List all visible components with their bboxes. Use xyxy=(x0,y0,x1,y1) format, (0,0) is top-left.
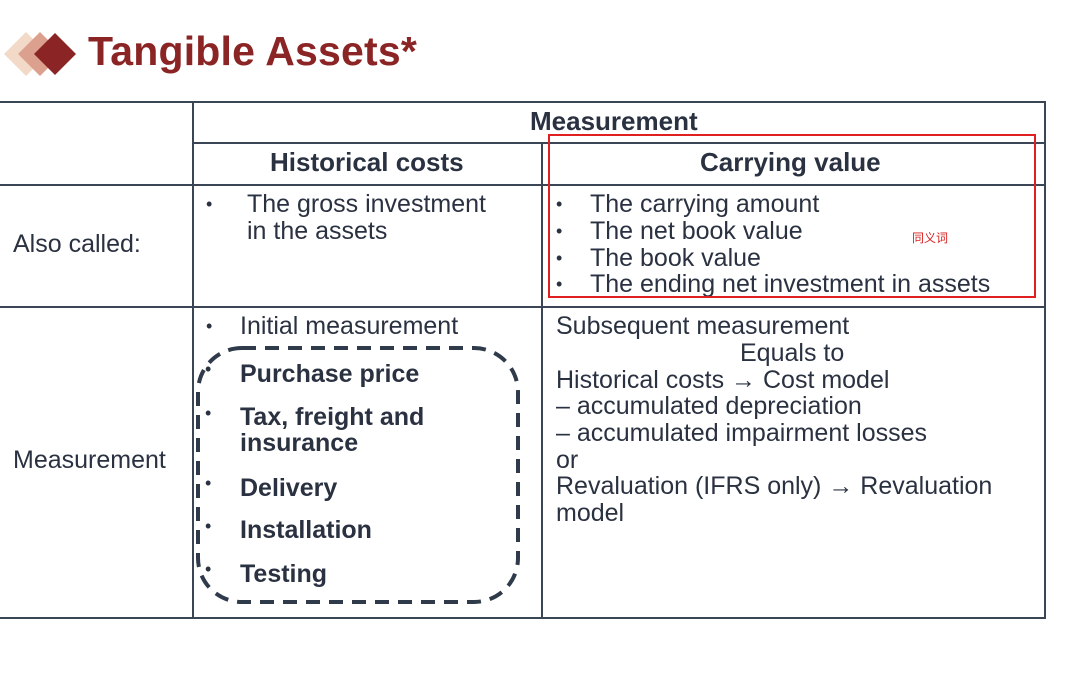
subsequent-line: Revaluation (IFRS only) → Revaluation xyxy=(556,472,993,500)
cost-item: Testing xyxy=(240,560,328,588)
carrying-synonym: The ending net investment in assets xyxy=(590,270,991,298)
subsequent-line: model xyxy=(556,499,625,527)
bullet-icon: • xyxy=(206,316,213,336)
bullet-icon: • xyxy=(205,359,212,379)
subsequent-line: Historical costs → Cost model xyxy=(556,366,890,394)
subsequent-line: – accumulated depreciation xyxy=(556,392,862,420)
page-title: Tangible Assets* xyxy=(88,28,418,74)
group-header: Measurement xyxy=(530,106,698,136)
cost-item: insurance xyxy=(240,429,359,457)
dashed-highlight-box xyxy=(196,346,520,604)
bullet-icon: • xyxy=(556,194,563,214)
cost-item: Installation xyxy=(240,516,372,544)
bullet-icon: • xyxy=(205,403,212,423)
historical-also-called: in the assets xyxy=(247,217,388,245)
subsequent-line: Subsequent measurement xyxy=(556,312,850,340)
historical-also-called: The gross investment xyxy=(247,190,486,218)
bullet-icon: • xyxy=(206,194,213,214)
carrying-synonym: The net book value xyxy=(590,217,803,245)
table-divider xyxy=(192,102,194,619)
subsequent-line: – accumulated impairment losses xyxy=(556,419,927,447)
bullet-icon: • xyxy=(556,221,563,241)
row-label-also-called: Also called: xyxy=(13,230,141,258)
subsequent-line: or xyxy=(556,446,579,474)
table-divider xyxy=(0,184,1046,186)
col-header-historical: Historical costs xyxy=(270,147,464,177)
col-header-carrying: Carrying value xyxy=(700,147,881,177)
carrying-synonym: The carrying amount xyxy=(590,190,820,218)
table-divider xyxy=(192,142,1046,144)
measurement-table xyxy=(0,101,1046,619)
cost-item: Tax, freight and xyxy=(240,403,425,431)
subsequent-line: Equals to xyxy=(740,339,845,367)
bullet-icon: • xyxy=(205,473,212,493)
diamond-stack-icon xyxy=(4,32,76,76)
bullet-icon: • xyxy=(556,248,563,268)
table-divider xyxy=(541,143,543,619)
bullet-icon: • xyxy=(205,516,212,536)
bullet-icon: • xyxy=(556,274,563,294)
annotation-highlight-box xyxy=(548,134,1036,298)
cost-item: Purchase price xyxy=(240,360,420,388)
bullet-icon: • xyxy=(205,559,212,579)
table-divider xyxy=(0,306,1046,308)
row-label-measurement: Measurement xyxy=(13,446,166,474)
annotation-note: 同义词 xyxy=(912,231,949,245)
initial-measurement: Initial measurement xyxy=(240,312,459,340)
cost-item: Delivery xyxy=(240,474,338,502)
carrying-synonym: The book value xyxy=(590,244,761,272)
